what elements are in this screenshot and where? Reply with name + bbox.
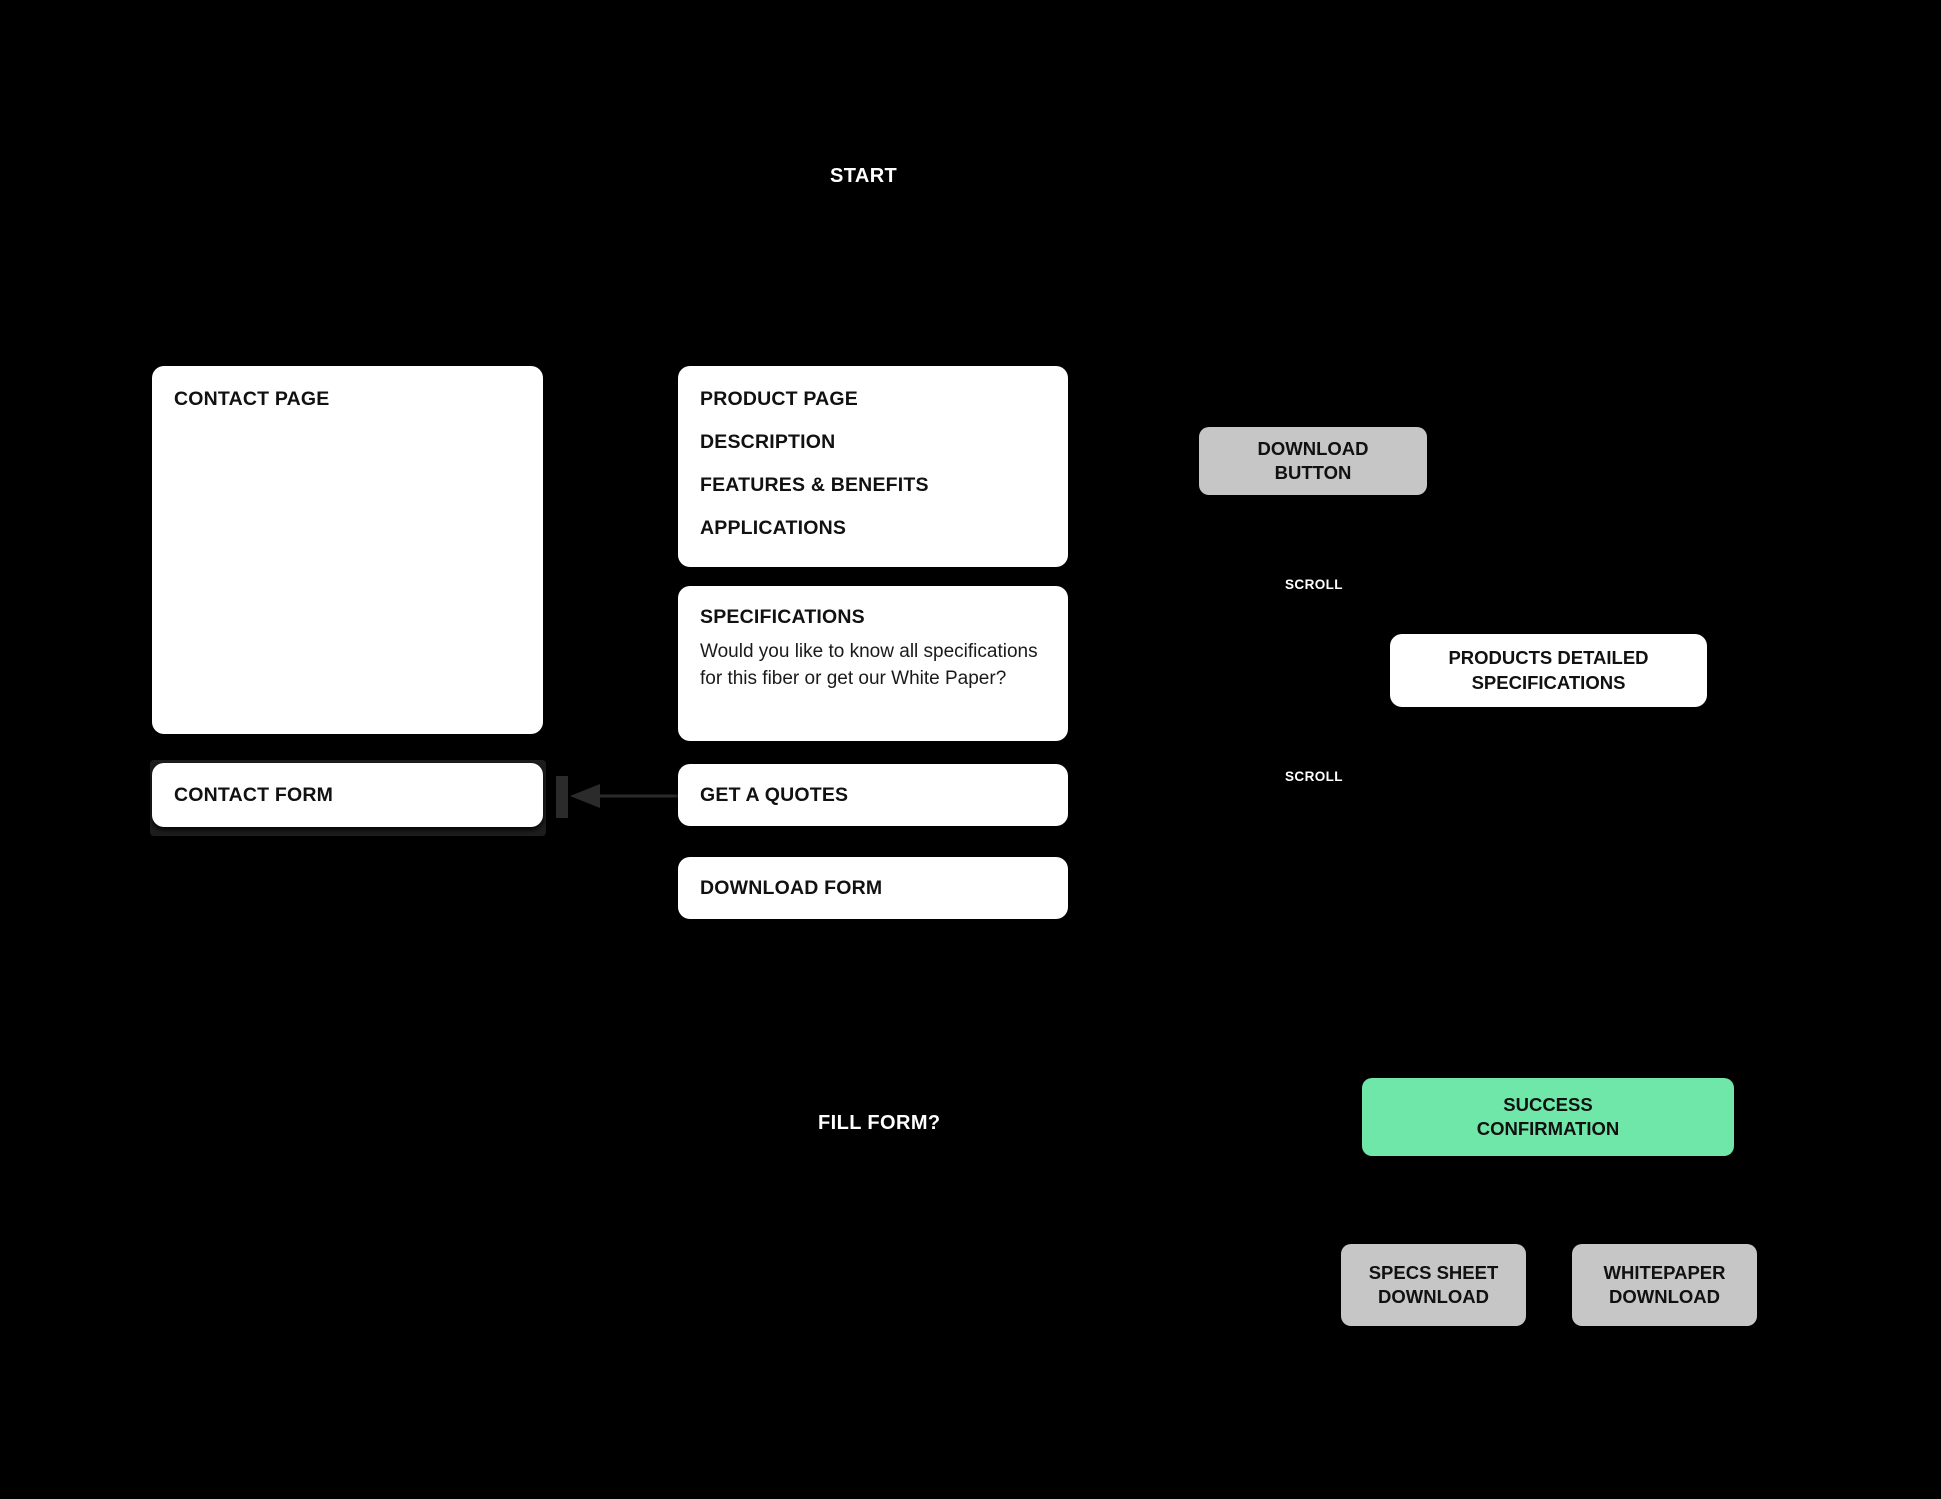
node-product-page-line-applications: APPLICATIONS: [700, 517, 847, 539]
node-download-button[interactable]: DOWNLOAD BUTTON: [1199, 427, 1427, 495]
node-contact-page[interactable]: CONTACT PAGE: [152, 366, 543, 734]
label-start: START: [830, 165, 898, 187]
node-whitepaper-download-line1: WHITEPAPER: [1603, 1261, 1726, 1283]
node-products-detailed-specifications[interactable]: PRODUCTS DETAILED SPECIFICATIONS: [1390, 634, 1707, 707]
node-whitepaper-download[interactable]: WHITEPAPER DOWNLOAD: [1572, 1244, 1757, 1326]
node-contact-form-title: CONTACT FORM: [174, 783, 334, 806]
node-success-confirmation-line1: SUCCESS: [1503, 1093, 1593, 1115]
node-get-a-quotes[interactable]: GET A QUOTES: [678, 764, 1068, 826]
node-download-form-title: DOWNLOAD FORM: [700, 876, 883, 899]
node-product-page-line-features: FEATURES & BENEFITS: [700, 474, 929, 496]
node-get-a-quotes-title: GET A QUOTES: [700, 783, 849, 806]
node-products-detailed-line2: SPECIFICATIONS: [1471, 671, 1626, 693]
node-success-confirmation[interactable]: SUCCESS CONFIRMATION: [1362, 1078, 1734, 1156]
node-specifications[interactable]: SPECIFICATIONS Would you like to know al…: [678, 586, 1068, 741]
edge-get-quotes-to-contact-form: [556, 776, 686, 818]
node-contact-page-title: CONTACT PAGE: [174, 388, 330, 410]
node-product-page-title: PRODUCT PAGE: [700, 388, 858, 410]
node-contact-form[interactable]: CONTACT FORM: [152, 763, 543, 827]
node-success-confirmation-line2: CONFIRMATION: [1476, 1118, 1620, 1139]
arrow-head-icon: [570, 784, 600, 808]
node-download-button-line2: BUTTON: [1274, 462, 1352, 483]
node-specifications-title: SPECIFICATIONS: [700, 606, 865, 628]
node-specs-sheet-download[interactable]: SPECS SHEET DOWNLOAD: [1341, 1244, 1526, 1326]
node-product-page-line-description: DESCRIPTION: [700, 431, 836, 453]
node-product-page[interactable]: PRODUCT PAGE DESCRIPTION FEATURES & BENE…: [678, 366, 1068, 567]
node-products-detailed-line1: PRODUCTS DETAILED: [1448, 647, 1649, 669]
label-fill-form: FILL FORM?: [818, 1112, 941, 1134]
node-specifications-body: Would you like to know all specification…: [700, 641, 1038, 689]
node-specs-sheet-download-line1: SPECS SHEET: [1368, 1261, 1499, 1283]
edge-terminal-bar: [556, 776, 568, 818]
node-download-button-line1: DOWNLOAD: [1257, 437, 1369, 459]
node-specs-sheet-download-line2: DOWNLOAD: [1378, 1286, 1489, 1307]
label-scroll-1: SCROLL: [1285, 577, 1343, 592]
node-whitepaper-download-line2: DOWNLOAD: [1609, 1286, 1720, 1307]
node-download-form[interactable]: DOWNLOAD FORM: [678, 857, 1068, 919]
label-scroll-2: SCROLL: [1285, 769, 1343, 784]
